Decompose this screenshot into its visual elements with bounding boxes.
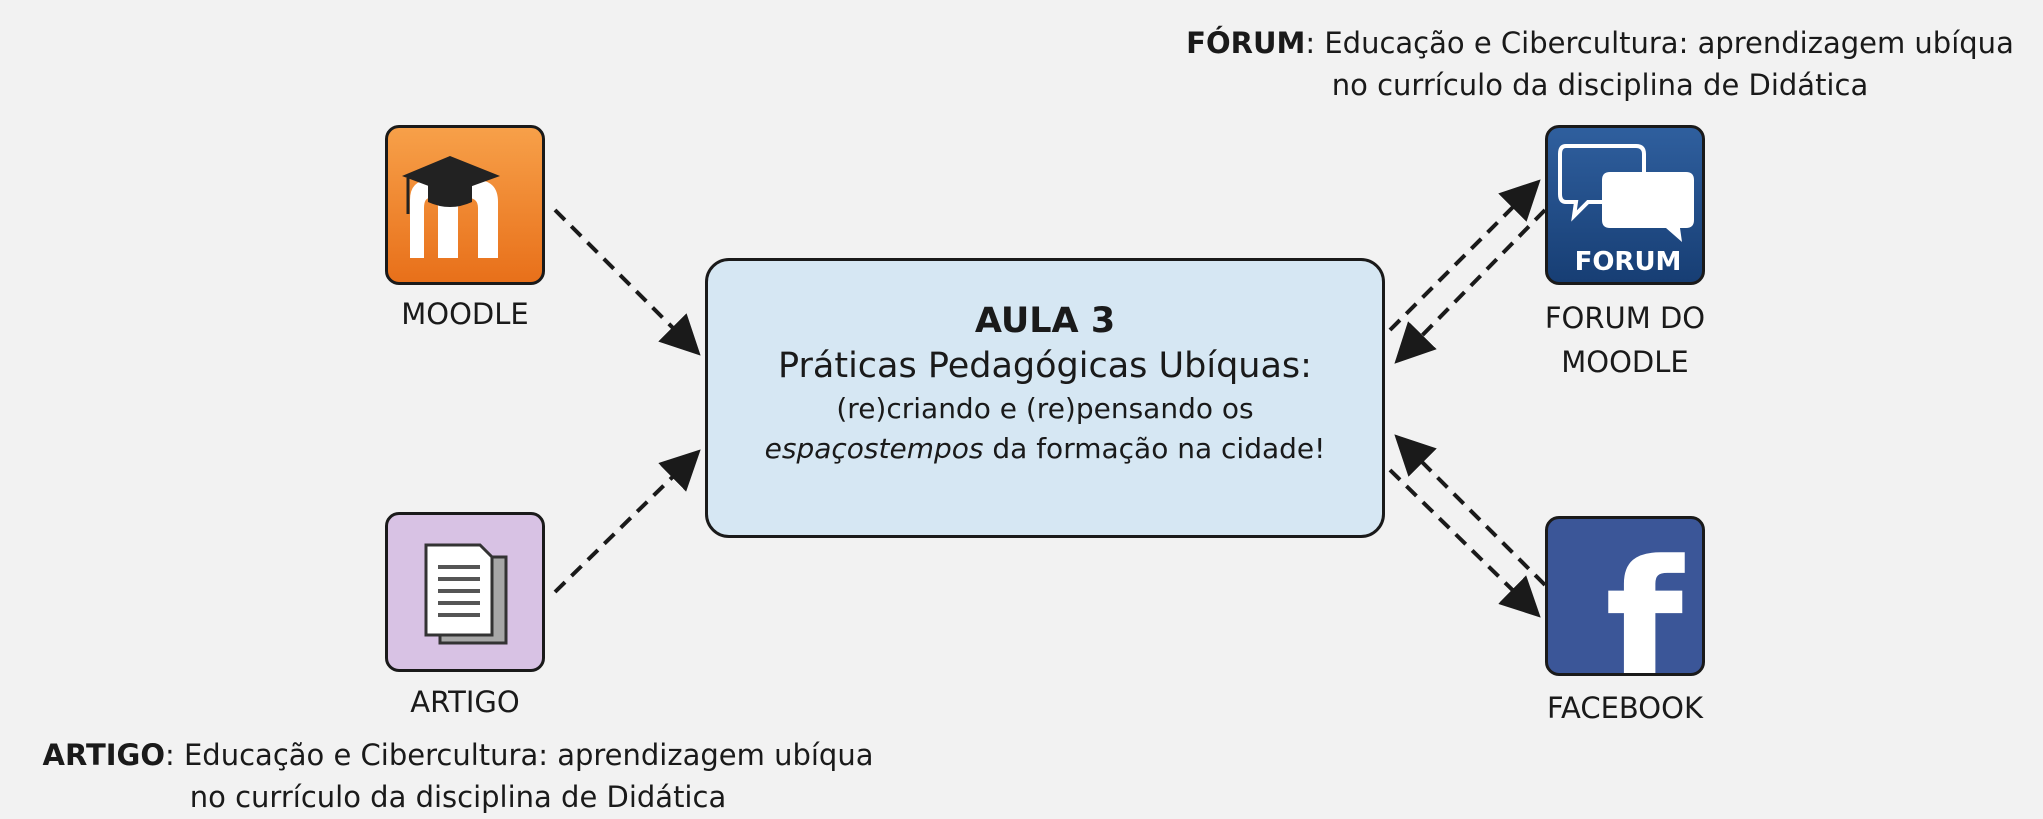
arrow-forum-to-aula: [1394, 208, 1547, 364]
arrow-artigo-to-aula: [553, 449, 701, 594]
aula-line-2-italic: espaçostempos: [764, 432, 984, 465]
arrow-moodle-to-aula: [553, 208, 701, 356]
aula-line-1: (re)criando e (re)pensando os: [836, 392, 1254, 425]
forum-caption-bold: FÓRUM: [1186, 26, 1306, 60]
aula-line-2-rest: da formação na cidade!: [983, 432, 1326, 465]
forum-do-moodle-label: FORUM DO MOODLE: [1505, 296, 1745, 384]
aula-subtitle: Práticas Pedagógicas Ubíquas:: [778, 346, 1312, 386]
arrow-aula-to-facebook: [1388, 468, 1541, 618]
moodle-label: MOODLE: [401, 297, 529, 331]
document-icon: [385, 512, 545, 672]
aula-title: AULA 3: [974, 301, 1116, 341]
facebook-icon-letter: f: [1605, 523, 1685, 676]
artigo-caption-bold: ARTIGO: [42, 738, 166, 772]
artigo-caption-line-2: no currículo da disciplina de Didática: [189, 780, 727, 814]
artigo-caption-rest: : Educação e Cibercultura: aprendizagem …: [165, 738, 874, 772]
artigo-label: ARTIGO: [410, 685, 520, 719]
facebook-icon: f: [1545, 516, 1705, 676]
forum-label-line-2: MOODLE: [1561, 345, 1689, 379]
artigo-caption-line-1: ARTIGO: Educação e Cibercultura: aprendi…: [8, 734, 908, 776]
facebook-label: FACEBOOK: [1547, 691, 1703, 725]
forum-caption-line-2: no currículo da disciplina de Didática: [1331, 68, 1869, 102]
arrow-aula-to-forum: [1388, 179, 1541, 332]
forum-speech-bubbles-icon: FORUM: [1545, 125, 1705, 285]
aula-line-2: espaçostempos da formação na cidade!: [708, 429, 1382, 469]
forum-icon-text: FORUM: [1575, 247, 1682, 277]
aula-3-box: AULA 3 Práticas Pedagógicas Ubíquas: (re…: [705, 258, 1385, 538]
forum-caption: FÓRUM: Educação e Cibercultura: aprendiz…: [1165, 22, 2035, 106]
artigo-caption: ARTIGO: Educação e Cibercultura: aprendi…: [8, 734, 908, 818]
moodle-logo-icon: [385, 125, 545, 285]
forum-label-line-1: FORUM DO: [1544, 301, 1706, 335]
forum-caption-line-1: FÓRUM: Educação e Cibercultura: aprendiz…: [1165, 22, 2035, 64]
arrow-facebook-to-aula: [1394, 434, 1547, 587]
forum-caption-rest: : Educação e Cibercultura: aprendizagem …: [1305, 26, 2014, 60]
